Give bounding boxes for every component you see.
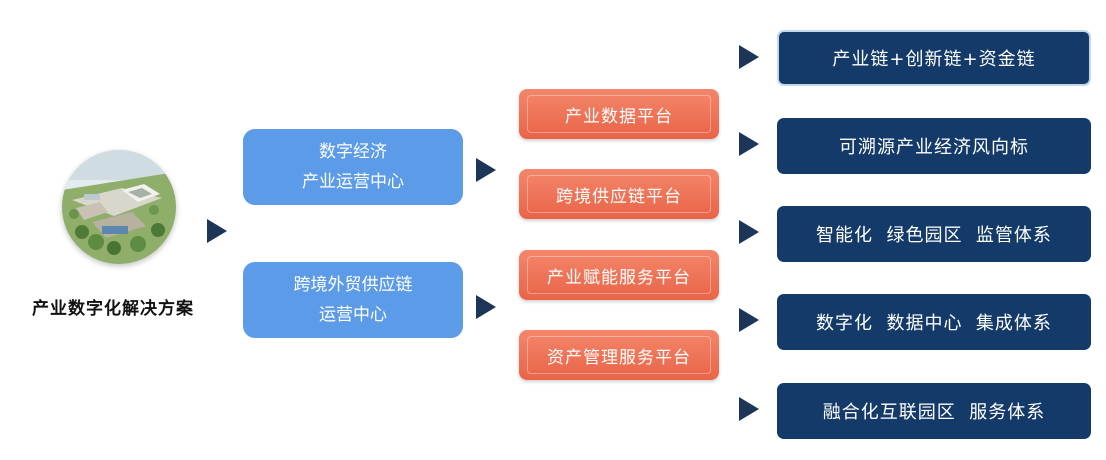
arrow-right-icon [739, 132, 759, 156]
system-label: 数字化 数据中心 集成体系 [816, 313, 1052, 334]
platform-asset-management: 资产管理服务平台 [519, 330, 719, 380]
arrow-right-icon [739, 45, 759, 69]
platform-label: 产业赋能服务平台 [547, 267, 691, 288]
center-line1: 跨境外贸供应链 [293, 275, 413, 295]
aerial-park-image [62, 150, 176, 264]
main-title: 产业数字化解决方案 [32, 299, 194, 319]
platform-cross-border-supply-chain: 跨境供应链平台 [519, 169, 719, 219]
platform-label: 资产管理服务平台 [547, 347, 691, 368]
center-line1: 数字经济 [319, 142, 387, 162]
arrow-right-icon [739, 220, 759, 244]
arrow-right-icon [476, 158, 496, 182]
platform-label: 产业数据平台 [565, 106, 673, 127]
arrow-right-icon [739, 397, 759, 421]
operation-center-digital-economy: 数字经济 产业运营中心 [243, 129, 463, 205]
system-chain-integration: 产业链+创新链+资金链 [777, 30, 1091, 86]
system-smart-green-park: 智能化 绿色园区 监管体系 [777, 206, 1091, 262]
platform-industry-data: 产业数据平台 [519, 89, 719, 139]
system-label: 融合化互联园区 服务体系 [822, 402, 1046, 423]
system-integrated-park-service: 融合化互联园区 服务体系 [777, 383, 1091, 439]
arrow-right-icon [207, 219, 227, 243]
center-line2: 运营中心 [319, 305, 387, 325]
system-digital-data-center: 数字化 数据中心 集成体系 [777, 294, 1091, 350]
system-traceable-indicator: 可溯源产业经济风向标 [777, 118, 1091, 174]
system-label: 产业链+创新链+资金链 [832, 49, 1036, 70]
system-label: 智能化 绿色园区 监管体系 [816, 225, 1052, 246]
arrow-right-icon [739, 308, 759, 332]
operation-center-cross-border: 跨境外贸供应链 运营中心 [243, 262, 463, 338]
system-label: 可溯源产业经济风向标 [839, 137, 1029, 158]
center-line2: 产业运营中心 [302, 172, 404, 192]
platform-industry-empowerment: 产业赋能服务平台 [519, 250, 719, 300]
arrow-right-icon [476, 295, 496, 319]
platform-label: 跨境供应链平台 [556, 186, 682, 207]
